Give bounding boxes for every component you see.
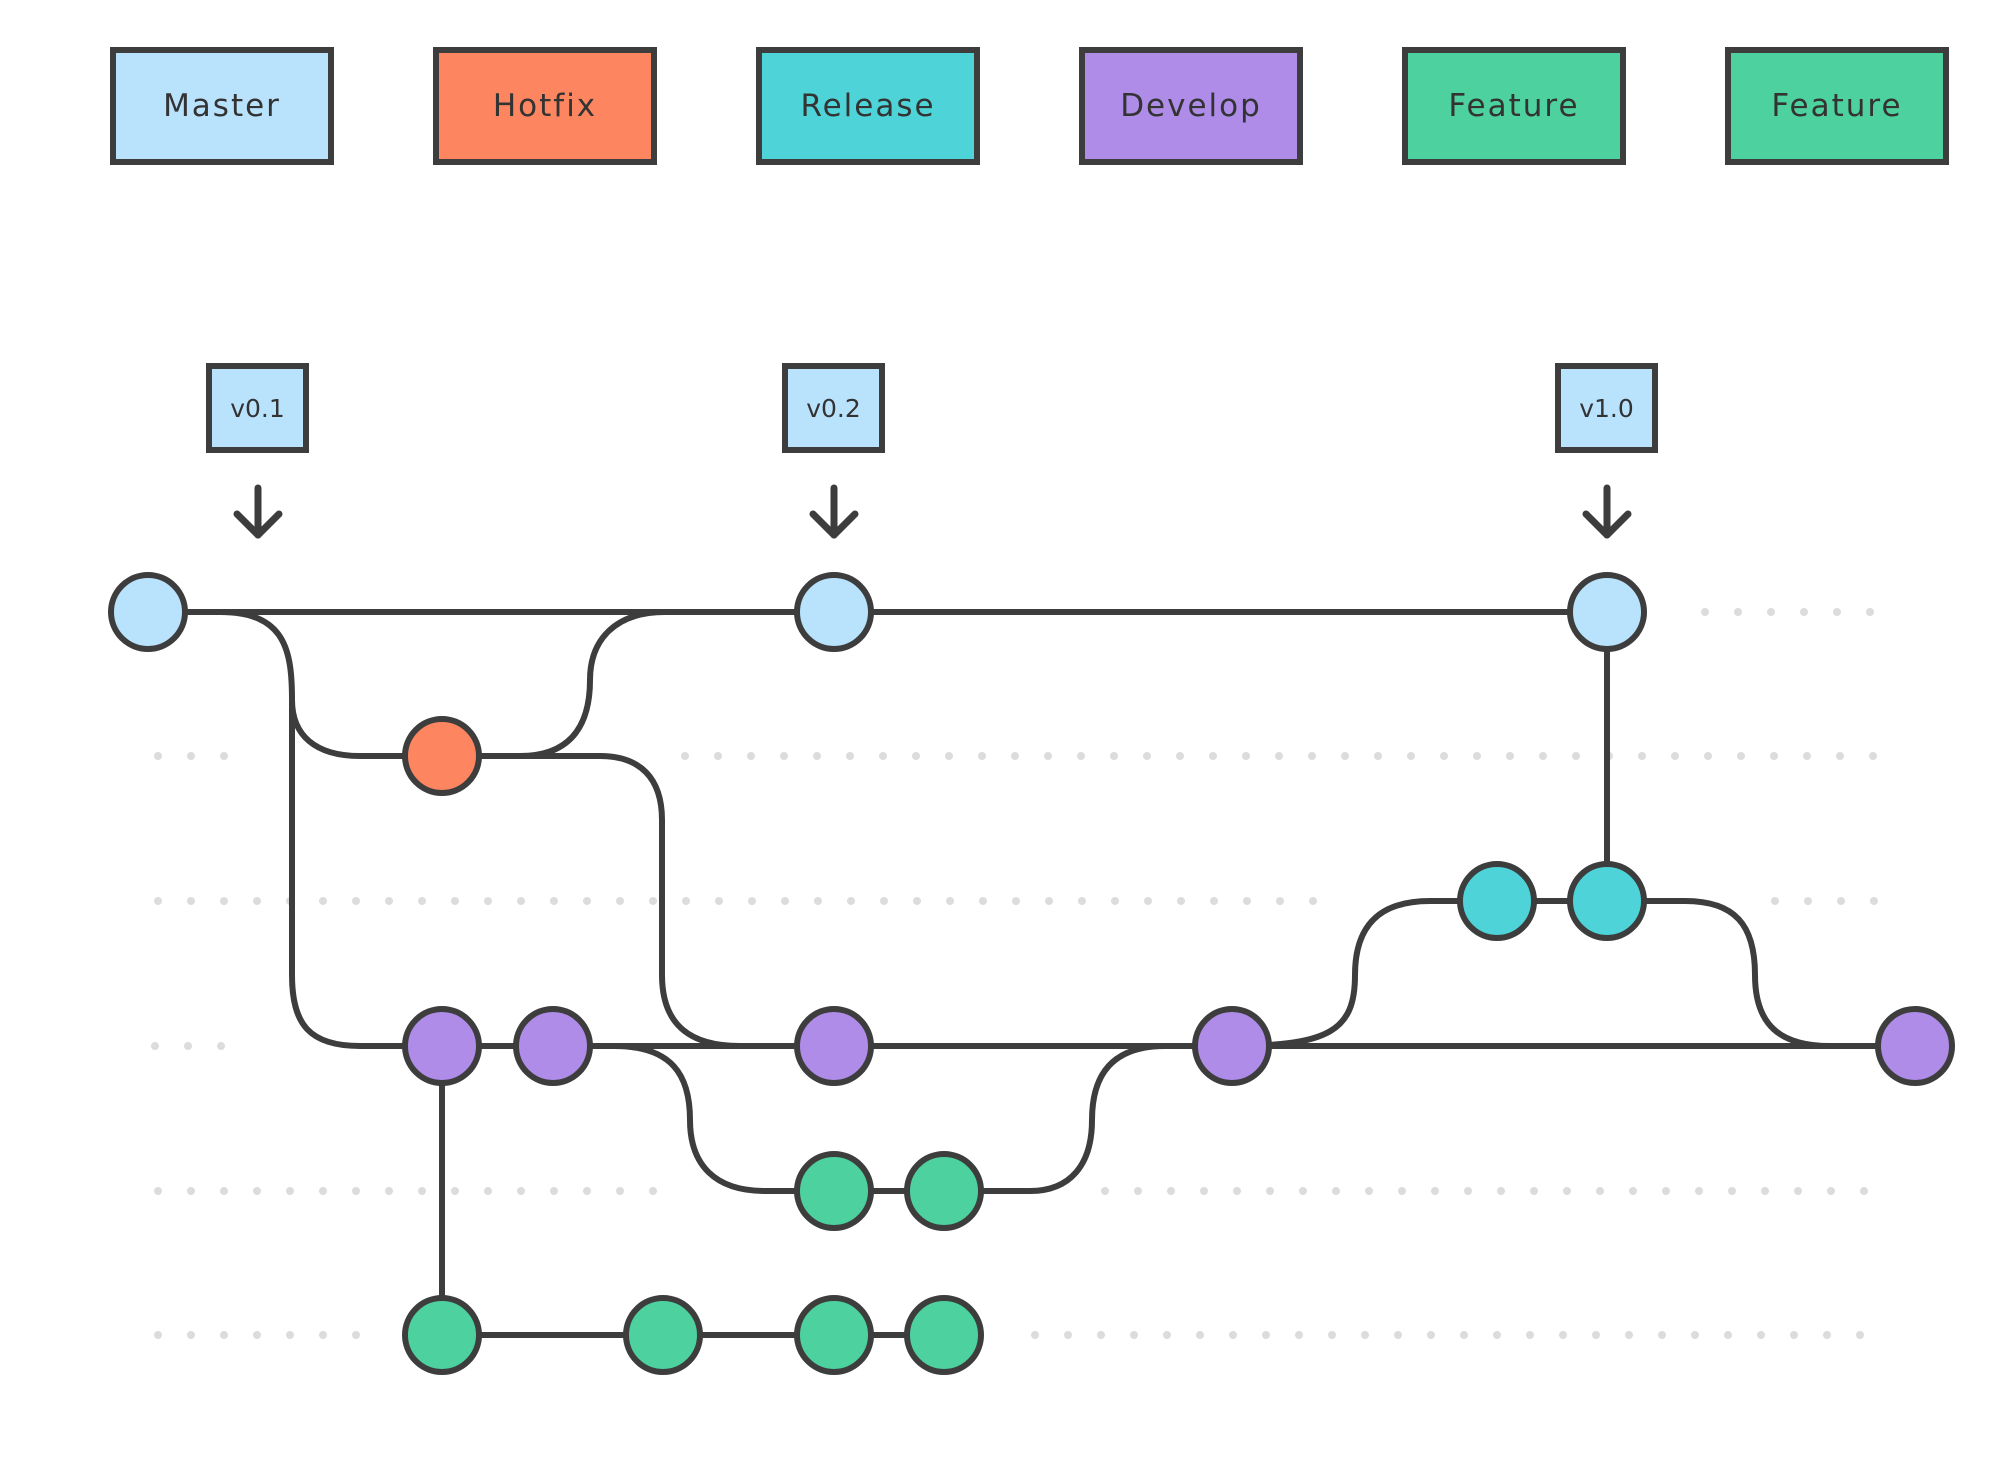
master-to-develop-line	[217, 609, 445, 1049]
lane-guides	[151, 608, 1889, 1339]
tag-label: v1.0	[1579, 393, 1634, 423]
legend-hotfix: Hotfix	[433, 47, 657, 165]
develop-to-feature-line	[611, 1043, 947, 1194]
legend-feature-2: Feature	[1725, 47, 1949, 165]
tag-arrows	[233, 484, 1632, 539]
tag-label: v0.1	[230, 393, 285, 423]
tag-v0-1: v0.1	[206, 363, 309, 453]
feature-to-develop-line	[941, 1043, 1168, 1194]
commit-feature	[904, 1151, 984, 1231]
commit-master	[108, 572, 188, 652]
commit-feature	[794, 1151, 874, 1231]
commit-release	[1457, 861, 1537, 941]
release-to-develop-line	[1604, 898, 1833, 1049]
legend-label: Feature	[1448, 88, 1580, 124]
tag-v1-0: v1.0	[1555, 363, 1658, 453]
commit-develop	[402, 1006, 482, 1086]
commit-develop	[794, 1006, 874, 1086]
hotfix-to-master-line	[439, 609, 668, 759]
commit-master	[794, 572, 874, 652]
legend-label: Feature	[1771, 88, 1903, 124]
commit-feature	[904, 1295, 984, 1375]
commit-feature	[794, 1295, 874, 1375]
legend-master: Master	[110, 47, 334, 165]
arrow-down-icon	[1582, 484, 1632, 539]
legend-label: Develop	[1120, 88, 1262, 124]
master-to-hotfix-line	[289, 697, 445, 759]
commit-nodes	[108, 572, 1955, 1375]
hotfix-to-develop-line	[517, 753, 837, 1049]
legend-label: Release	[800, 88, 936, 124]
arrow-down-icon	[233, 484, 283, 539]
commit-feature	[623, 1295, 703, 1375]
legend-feature-1: Feature	[1402, 47, 1626, 165]
commit-hotfix	[402, 716, 482, 796]
develop-to-release-line	[1229, 898, 1610, 1049]
commit-develop	[1875, 1006, 1955, 1086]
commit-master	[1567, 572, 1647, 652]
tag-label: v0.2	[806, 393, 861, 423]
commit-feature	[402, 1295, 482, 1375]
tag-v0-2: v0.2	[782, 363, 885, 453]
commit-release	[1567, 861, 1647, 941]
commit-develop	[1192, 1006, 1272, 1086]
commit-develop	[513, 1006, 593, 1086]
legend-develop: Develop	[1079, 47, 1303, 165]
legend-release: Release	[756, 47, 980, 165]
legend-label: Master	[163, 88, 281, 124]
legend-label: Hotfix	[492, 88, 598, 124]
branch-lines	[145, 609, 1918, 1338]
arrow-down-icon	[809, 484, 859, 539]
